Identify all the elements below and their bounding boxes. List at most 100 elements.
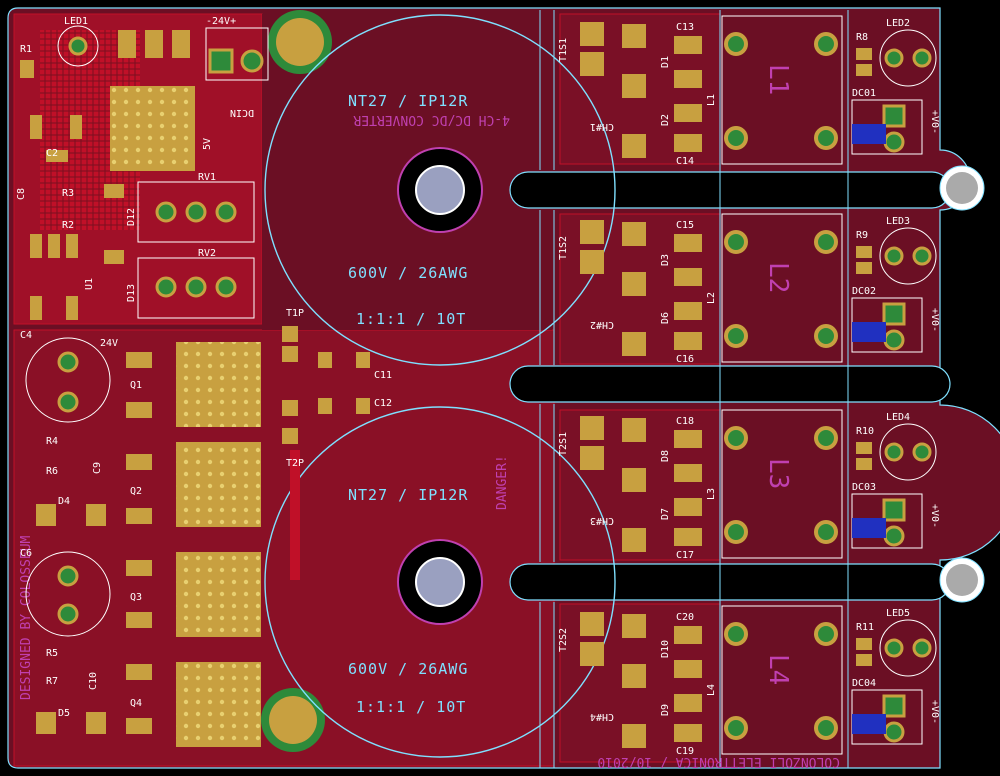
label-da: D10 xyxy=(660,640,671,658)
label-ts: T2S1 xyxy=(558,432,569,456)
transformer-2 xyxy=(264,406,616,758)
cap-pad xyxy=(674,134,702,152)
t2-line1: NT27 / IP12R xyxy=(348,486,468,504)
label-24v: 24V xyxy=(100,338,118,349)
led-pad xyxy=(912,442,932,462)
inductor-pad xyxy=(814,426,838,450)
danger-label: DANGER! xyxy=(495,455,510,510)
label-r4: R4 xyxy=(46,436,58,447)
label-da: D3 xyxy=(660,254,671,266)
label-5v: 5V xyxy=(202,138,213,150)
cap-pad xyxy=(674,302,702,320)
label-r: R8 xyxy=(856,32,868,43)
diode-pad xyxy=(622,24,646,48)
label-led: LED3 xyxy=(886,216,910,227)
t1-line2: 600V / 26AWG xyxy=(348,264,468,282)
label-d5: D5 xyxy=(58,708,70,719)
inductor-pad xyxy=(724,622,748,646)
label-ca: C15 xyxy=(676,220,694,231)
label-db: D2 xyxy=(660,114,671,126)
label-dc: DC01 xyxy=(852,88,876,99)
resistor-pad xyxy=(856,458,872,470)
label-terminal: +V0- xyxy=(929,308,940,332)
label-c4: C4 xyxy=(20,330,32,341)
transformer-1 xyxy=(264,14,616,366)
resistor-pad xyxy=(856,654,872,666)
diode-pad xyxy=(622,134,646,158)
label-l: L4 xyxy=(706,684,717,696)
inductor-big-label: L4 xyxy=(763,654,793,685)
diode-pad xyxy=(622,332,646,356)
terminal-trace xyxy=(852,714,886,734)
diode-pad xyxy=(622,614,646,638)
led-outline xyxy=(879,423,937,481)
t1-line1: NT27 / IP12R xyxy=(348,92,468,110)
inductor-pad xyxy=(814,324,838,348)
led-pad xyxy=(912,638,932,658)
label-ca: C20 xyxy=(676,612,694,623)
label-terminal: +V0- xyxy=(929,110,940,134)
diode-pad xyxy=(622,74,646,98)
inductor-outline xyxy=(721,605,843,755)
cap-pad xyxy=(674,234,702,252)
inductor-outline xyxy=(721,409,843,559)
label-r1: R1 xyxy=(20,44,32,55)
label-c9: C9 xyxy=(92,462,103,474)
label-c10: C10 xyxy=(88,672,99,690)
terminal-trace xyxy=(852,322,886,342)
isolation-lines xyxy=(539,10,849,768)
label-da: D1 xyxy=(660,56,671,68)
inductor-big-label: L2 xyxy=(763,262,793,293)
ts-pad xyxy=(580,52,604,76)
ts-pad xyxy=(580,22,604,46)
label-dc: DC04 xyxy=(852,678,876,689)
diode-pad xyxy=(622,418,646,442)
resistor-pad xyxy=(856,48,872,60)
inductor-pad xyxy=(814,230,838,254)
resistor-pad xyxy=(856,638,872,650)
cap-pad xyxy=(674,36,702,54)
led-outline xyxy=(879,29,937,87)
cap-pad xyxy=(674,464,702,482)
terminal-pad xyxy=(882,694,906,718)
resistor-pad xyxy=(856,262,872,274)
ts-pad xyxy=(580,642,604,666)
diode-pad xyxy=(622,724,646,748)
label-t1p: T1P xyxy=(286,308,304,319)
label-ca: C13 xyxy=(676,22,694,33)
label-r: R9 xyxy=(856,230,868,241)
converter-title: 4-CH DC/DC CONVERTER xyxy=(353,112,510,127)
smd-pads-left xyxy=(20,30,370,734)
led-pad xyxy=(912,246,932,266)
ts-pad xyxy=(580,416,604,440)
inductor-pad xyxy=(724,716,748,740)
led-outline xyxy=(879,619,937,677)
inductor-pad xyxy=(724,126,748,150)
inductor-pad xyxy=(724,32,748,56)
label-r: R11 xyxy=(856,622,874,633)
inductor-pad xyxy=(724,324,748,348)
label-q4: Q4 xyxy=(130,698,142,709)
label-db: D7 xyxy=(660,508,671,520)
label-ch: CH#2 xyxy=(590,319,614,330)
label-led: LED5 xyxy=(886,608,910,619)
label-24v-in: -24V+ xyxy=(206,16,236,27)
cap-pad xyxy=(674,332,702,350)
inductor-pad xyxy=(814,32,838,56)
inductor-pad xyxy=(724,520,748,544)
footer-label: COLONZOLI ELETTRONICA / 10/2010 xyxy=(597,754,840,769)
label-l: L1 xyxy=(706,94,717,106)
inductor-pad xyxy=(814,126,838,150)
led-pad xyxy=(884,246,904,266)
inductor-outline xyxy=(721,15,843,165)
terminal-pad xyxy=(882,498,906,522)
inductor-big-label: L3 xyxy=(763,458,793,489)
ts-pad xyxy=(580,220,604,244)
label-ts: T2S2 xyxy=(558,628,569,652)
label-dc: DC02 xyxy=(852,286,876,297)
label-cb: C19 xyxy=(676,746,694,757)
label-led: LED2 xyxy=(886,18,910,29)
